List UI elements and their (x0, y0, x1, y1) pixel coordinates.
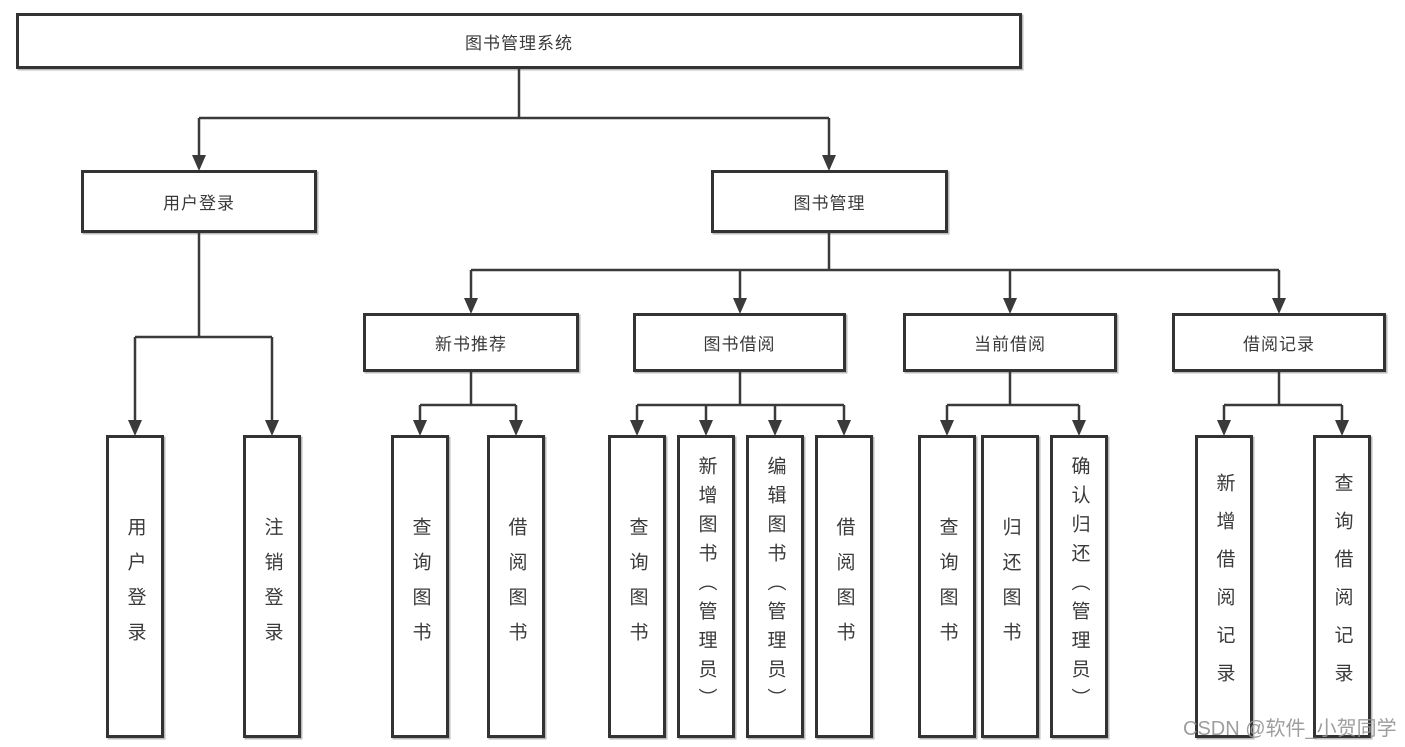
node-book-management: 图书管理 (711, 170, 948, 233)
leaf-return-book: 归还图书 (981, 435, 1039, 738)
node-new-book-recommend: 新书推荐 (363, 313, 579, 372)
node-label: 图书管理系统 (465, 33, 573, 53)
leaf-add-borrow-record: 新增借阅记录 (1195, 435, 1253, 738)
leaf-label: 借阅图书 (833, 516, 855, 657)
node-label: 新书推荐 (435, 335, 507, 354)
leaf-query-books-recommend: 查询图书 (391, 435, 449, 738)
leaf-borrow-books-recommend: 借阅图书 (487, 435, 545, 738)
leaf-label: 查询图书 (626, 516, 648, 657)
csdn-watermark: CSDN @软件_小贺同学 (1183, 718, 1397, 740)
leaf-label: 查询图书 (409, 516, 431, 657)
leaf-label: 用户登录 (124, 516, 146, 657)
leaf-label: 借阅图书 (505, 516, 527, 657)
leaf-add-book-admin: 新增图书（管理员） (677, 435, 735, 738)
leaf-label: 新增借阅记录 (1213, 472, 1235, 701)
leaf-label: 确认归还（管理员） (1068, 456, 1090, 717)
leaf-label: 查询图书 (936, 516, 958, 657)
leaf-logout: 注销登录 (243, 435, 301, 738)
node-book-borrow: 图书借阅 (633, 313, 846, 372)
leaf-query-books-current: 查询图书 (918, 435, 976, 738)
leaf-label: 新增图书（管理员） (695, 456, 717, 717)
node-library-management-system: 图书管理系统 (16, 13, 1022, 69)
node-label: 图书借阅 (703, 335, 776, 354)
leaf-confirm-return-admin: 确认归还（管理员） (1050, 435, 1108, 738)
node-borrow-record: 借阅记录 (1172, 313, 1386, 372)
leaf-borrow-books: 借阅图书 (815, 435, 873, 738)
leaf-label: 注销登录 (261, 516, 283, 657)
leaf-query-books-borrow: 查询图书 (608, 435, 666, 738)
node-label: 图书管理 (793, 194, 866, 213)
leaf-label: 查询借阅记录 (1331, 472, 1353, 701)
leaf-query-borrow-record: 查询借阅记录 (1313, 435, 1371, 738)
arrowheads (128, 155, 1349, 436)
node-label: 借阅记录 (1243, 335, 1315, 354)
leaf-user-login: 用户登录 (106, 435, 164, 738)
node-label: 用户登录 (163, 194, 235, 213)
node-current-borrow: 当前借阅 (903, 313, 1117, 372)
node-label: 当前借阅 (974, 335, 1046, 354)
leaf-label: 归还图书 (999, 516, 1021, 657)
leaf-label: 编辑图书（管理员） (764, 456, 786, 717)
node-user-login: 用户登录 (81, 170, 317, 233)
leaf-edit-book-admin: 编辑图书（管理员） (746, 435, 804, 738)
